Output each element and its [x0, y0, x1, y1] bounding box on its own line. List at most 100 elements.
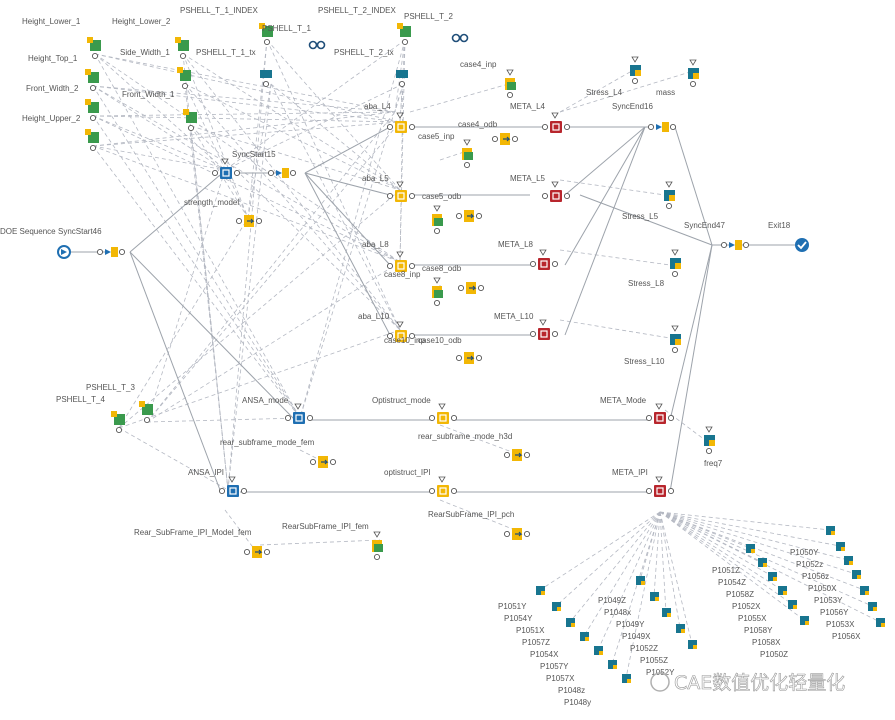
response-icon[interactable] [536, 586, 545, 595]
parameter-icon[interactable] [183, 109, 197, 132]
flow-label: case8_inp [384, 270, 421, 279]
document-icon[interactable] [505, 69, 516, 99]
meta-task-icon[interactable] [529, 319, 559, 340]
ansa-ipi-task-icon[interactable] [218, 476, 248, 497]
parameter-icon[interactable] [175, 37, 189, 60]
response-icon[interactable] [868, 602, 877, 611]
binoculars-icon[interactable] [451, 33, 469, 43]
response-icon[interactable] [566, 618, 575, 627]
meta-task-icon[interactable] [645, 476, 675, 497]
response-icon[interactable] [768, 572, 777, 581]
param-label: PSHELL_T_2_INDEX [318, 6, 396, 15]
response-icon[interactable] [778, 586, 787, 595]
file-icon[interactable] [455, 210, 483, 222]
document-icon[interactable] [432, 205, 443, 235]
response-label: P1053X [826, 620, 855, 629]
solver-task-icon[interactable] [428, 403, 458, 424]
file-icon[interactable] [457, 282, 485, 294]
parameter-icon[interactable] [397, 23, 411, 46]
solid-edge [304, 172, 391, 336]
text-parameter-icon[interactable] [260, 70, 272, 88]
dashed-edge [659, 511, 681, 629]
dashed-edge [182, 53, 401, 331]
solid-connections [70, 126, 795, 493]
response-icon[interactable] [608, 660, 617, 669]
file-icon[interactable] [235, 215, 263, 227]
response-label: P1056Y [820, 608, 849, 617]
response-icon[interactable] [664, 181, 675, 210]
response-icon[interactable] [688, 59, 699, 88]
meta-task-icon[interactable] [645, 403, 675, 424]
document-icon[interactable] [372, 531, 383, 561]
meta-task-icon[interactable] [529, 249, 559, 270]
response-icon[interactable] [788, 600, 797, 609]
solver-task-icon[interactable] [386, 112, 416, 133]
file-icon[interactable] [503, 528, 531, 540]
doe-sequence-start-icon[interactable] [57, 245, 71, 259]
sync-end-47-icon[interactable] [720, 240, 750, 250]
response-icon[interactable] [594, 646, 603, 655]
solver-task-icon[interactable] [386, 251, 416, 272]
file-icon[interactable] [243, 546, 271, 558]
response-icon[interactable] [746, 544, 755, 553]
meta-task-icon[interactable] [541, 112, 571, 133]
response-icon[interactable] [758, 558, 767, 567]
response-icon[interactable] [670, 249, 681, 278]
text-parameter-icon[interactable] [396, 70, 408, 88]
dashed-edge [92, 85, 396, 113]
param-label: PSHELL_T_4 [56, 395, 105, 404]
response-icon[interactable] [860, 586, 869, 595]
flow-label: META_L10 [494, 312, 534, 321]
file-icon[interactable] [455, 352, 483, 364]
response-label: P1054X [530, 650, 559, 659]
sync-start-15-icon[interactable] [267, 168, 297, 178]
response-icon[interactable] [844, 556, 853, 565]
flow-label: ANSA_IPI [188, 468, 224, 477]
file-icon[interactable] [309, 456, 337, 468]
sync-start-icon[interactable] [96, 247, 126, 257]
response-icon[interactable] [670, 325, 681, 354]
response-icon[interactable] [580, 632, 589, 641]
parameter-icon[interactable] [177, 67, 191, 90]
exit-icon[interactable] [795, 238, 809, 252]
parameter-icon[interactable] [139, 401, 153, 424]
response-icon[interactable] [636, 576, 645, 585]
response-icon[interactable] [852, 570, 861, 579]
response-icon[interactable] [688, 640, 697, 649]
ansa-mode-task-icon[interactable] [284, 403, 314, 424]
dashed-edge [92, 85, 401, 123]
sync-end-16-icon[interactable] [647, 122, 677, 132]
parameter-icon[interactable] [85, 129, 99, 152]
response-icon[interactable] [552, 602, 561, 611]
param-label: PSHELL_T_1_tx [196, 48, 256, 57]
meta-task-icon[interactable] [541, 181, 571, 202]
response-icon[interactable] [662, 608, 671, 617]
response-icon[interactable] [876, 618, 885, 627]
parameter-icon[interactable] [259, 23, 273, 46]
dashed-edge [146, 121, 401, 423]
param-label: Height_Upper_2 [22, 114, 81, 123]
parameter-icon[interactable] [111, 411, 125, 434]
param-label: Height_Lower_1 [22, 17, 81, 26]
response-icon[interactable] [676, 624, 685, 633]
solver-task-icon[interactable] [386, 321, 416, 342]
response-icon[interactable] [650, 592, 659, 601]
file-icon[interactable] [503, 449, 531, 461]
response-icon[interactable] [630, 56, 641, 85]
solver-task-icon[interactable] [386, 181, 416, 202]
parameter-icon[interactable] [85, 69, 99, 92]
response-icon[interactable] [826, 526, 835, 535]
parameter-icon[interactable] [87, 37, 101, 60]
file-icon[interactable] [491, 133, 519, 145]
response-label: P1049Z [598, 596, 626, 605]
response-icon[interactable] [622, 674, 631, 683]
parameter-icon[interactable] [85, 99, 99, 122]
response-icon[interactable] [800, 616, 809, 625]
solver-task-icon[interactable] [428, 476, 458, 497]
strength-model-task-icon[interactable] [211, 158, 241, 179]
response-icon[interactable] [836, 542, 845, 551]
document-icon[interactable] [462, 139, 473, 169]
document-icon[interactable] [432, 277, 443, 307]
response-icon[interactable] [704, 426, 715, 455]
binoculars-icon[interactable] [308, 40, 326, 50]
